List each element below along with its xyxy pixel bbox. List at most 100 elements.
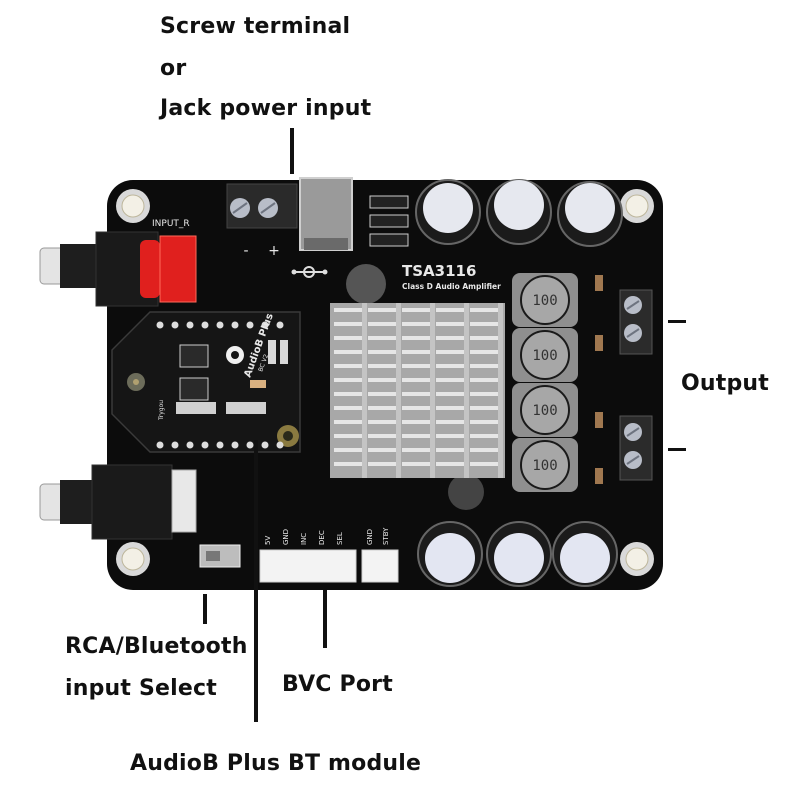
- heatsink-fin: [470, 336, 498, 340]
- heatsink-fin: [402, 392, 430, 396]
- label-bt-module: AudioB Plus BT module: [130, 751, 422, 776]
- power-plus-silk: +: [268, 243, 280, 259]
- inductor: 100: [512, 273, 578, 327]
- heatsink-fin: [368, 392, 396, 396]
- heatsink-fin: [402, 462, 430, 466]
- inductor: 100: [512, 328, 578, 382]
- bt-pin: [156, 441, 164, 449]
- inductor-marking: 100: [532, 403, 557, 419]
- heatsink-fin: [368, 350, 396, 354]
- rca-jack-left: [39, 464, 197, 540]
- heatsink-fin: [470, 462, 498, 466]
- heatsink-fin: [470, 448, 498, 452]
- heatsink-fin: [334, 364, 362, 368]
- inductor-marking: 100: [532, 293, 557, 309]
- bt-pin: [231, 441, 239, 449]
- capacitor-top-3: [557, 181, 623, 247]
- heatsink-fin: [334, 308, 362, 312]
- bt-pin: [186, 321, 194, 329]
- capacitor-bottom-2: [486, 521, 552, 587]
- power-minus-silk: -: [243, 243, 248, 259]
- output-terminal-top: [619, 289, 653, 355]
- bt-pin: [216, 321, 224, 329]
- heatsink-fin: [334, 392, 362, 396]
- heatsink-fin: [436, 364, 464, 368]
- bt-module: [111, 311, 301, 453]
- heatsink-fin: [470, 434, 498, 438]
- capacitor-bottom-1: [417, 521, 483, 587]
- heatsink-fin: [470, 392, 498, 396]
- bt-pin: [261, 321, 269, 329]
- heatsink-fin: [334, 336, 362, 340]
- leader-power: [290, 128, 294, 174]
- bt-pin: [246, 321, 254, 329]
- dc-jack: [299, 177, 353, 251]
- output-terminal-bottom: [619, 415, 653, 481]
- heatsink-fin: [436, 462, 464, 466]
- mounting-hole-top-right: [620, 189, 654, 223]
- bt-pin: [201, 321, 209, 329]
- heatsink-fin: [368, 336, 396, 340]
- label-power-line2: or: [160, 56, 187, 81]
- heatsink-fin: [402, 336, 430, 340]
- heatsink-fin: [334, 378, 362, 382]
- antenna-silk: Trygou: [158, 400, 165, 421]
- smd-diodes: [369, 195, 409, 247]
- heatsink-fin: [436, 378, 464, 382]
- heatsink-fin: [402, 434, 430, 438]
- heatsink-fin: [368, 378, 396, 382]
- heatsink-fin: [470, 308, 498, 312]
- bvc-pin-label: DEC: [318, 530, 326, 545]
- heatsink-fin: [436, 336, 464, 340]
- capacitor-top-1: [415, 179, 481, 245]
- output-smd-parts: [595, 275, 603, 484]
- heatsink-fin: [436, 392, 464, 396]
- leader-output-bottom: [668, 448, 686, 451]
- input-r-silk: INPUT_R: [152, 219, 190, 229]
- label-bvc-port: BVC Port: [282, 672, 393, 697]
- heatsink-fin: [368, 420, 396, 424]
- heatsink-fin: [368, 322, 396, 326]
- inductor-marking: 100: [532, 458, 557, 474]
- bvc-connector: [259, 549, 357, 583]
- heatsink-fin: [436, 420, 464, 424]
- heatsink-fin: [402, 350, 430, 354]
- bt-pin: [186, 441, 194, 449]
- heatsink-fin: [334, 420, 362, 424]
- label-output: Output: [681, 371, 770, 396]
- inductor: 100: [512, 383, 578, 437]
- chip-name-silk: TSA3116: [402, 262, 476, 280]
- label-rca-line2: input Select: [65, 676, 217, 701]
- heatsink-fin: [436, 434, 464, 438]
- heatsink-fin: [470, 378, 498, 382]
- inductors: 100 100 100 100: [512, 273, 578, 492]
- bvc-pin-label: 5V: [264, 536, 272, 545]
- bt-pin: [261, 441, 269, 449]
- bt-pin: [156, 321, 164, 329]
- aux-pin-label: GND: [366, 529, 374, 545]
- heatsink-fin: [334, 448, 362, 452]
- bvc-pin-label: INC: [300, 533, 308, 545]
- bvc-pin-label: GND: [282, 529, 290, 545]
- heatsink-fin: [402, 322, 430, 326]
- heatsink-fin: [436, 322, 464, 326]
- heatsink-fin: [334, 462, 362, 466]
- aux-pin-label: STBY: [382, 527, 390, 545]
- heatsink-fin: [402, 448, 430, 452]
- bt-pin: [231, 321, 239, 329]
- heatsink-fin: [402, 364, 430, 368]
- bt-pin: [276, 321, 284, 329]
- heatsink-fin: [334, 350, 362, 354]
- mounting-hole-bottom-left: [116, 542, 150, 576]
- inductor-marking: 100: [532, 348, 557, 364]
- label-power-line3: Jack power input: [160, 96, 372, 121]
- heatsink-fin: [334, 322, 362, 326]
- heatsink-fin: [368, 434, 396, 438]
- heatsink-fin: [470, 322, 498, 326]
- bt-pin: [201, 441, 209, 449]
- heatsink-fin: [470, 406, 498, 410]
- leader-bt-module: [254, 440, 258, 722]
- inductor: 100: [512, 438, 578, 492]
- bt-module-pins: [156, 321, 284, 449]
